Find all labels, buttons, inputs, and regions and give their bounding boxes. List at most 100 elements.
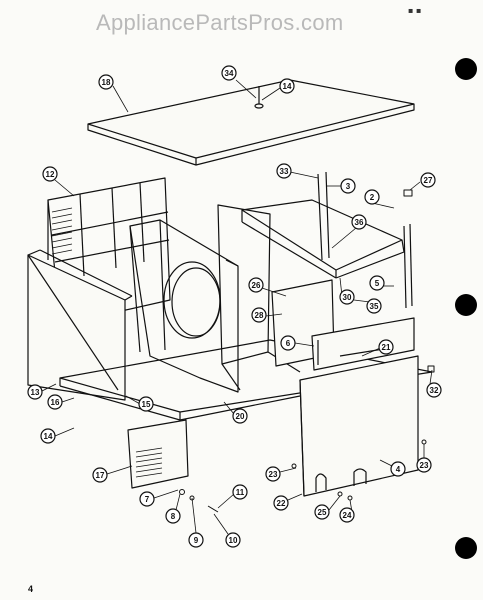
callout-number: 36 bbox=[355, 218, 364, 227]
callout-circle bbox=[98, 74, 114, 90]
callout-number: 18 bbox=[102, 78, 111, 87]
callout-number: 20 bbox=[236, 412, 245, 421]
callout-25: 25 bbox=[314, 504, 330, 520]
callout-circle bbox=[188, 532, 204, 548]
callout-4: 4 bbox=[390, 461, 406, 477]
callout-number: 28 bbox=[255, 311, 264, 320]
callout-11: 11 bbox=[232, 484, 248, 500]
callout-35: 35 bbox=[366, 298, 382, 314]
callout-circle bbox=[139, 491, 155, 507]
callout-number: 21 bbox=[382, 343, 391, 352]
callout-26: 26 bbox=[248, 277, 264, 293]
callout-13: 13 bbox=[27, 384, 43, 400]
callout-circle bbox=[225, 532, 241, 548]
callout-number: 33 bbox=[280, 167, 289, 176]
callout-number: 8 bbox=[171, 512, 176, 521]
callout-number: 22 bbox=[277, 499, 286, 508]
callout-number: 26 bbox=[252, 281, 261, 290]
callout-8: 8 bbox=[165, 508, 181, 524]
callout-circle bbox=[27, 384, 43, 400]
callout-number: 9 bbox=[194, 536, 199, 545]
callout-circle bbox=[339, 289, 355, 305]
callout-number: 14 bbox=[283, 82, 292, 91]
callout-2: 2 bbox=[364, 189, 380, 205]
callout-number: 13 bbox=[31, 388, 40, 397]
front-left-panel bbox=[27, 249, 133, 401]
callout-28: 28 bbox=[251, 307, 267, 323]
callout-circle bbox=[420, 172, 436, 188]
callout-circle bbox=[92, 467, 108, 483]
callout-18: 18 bbox=[98, 74, 114, 90]
callout-number: 16 bbox=[51, 398, 60, 407]
callout-number: 24 bbox=[343, 511, 352, 520]
callout-12: 12 bbox=[42, 166, 58, 182]
callout-circle bbox=[273, 495, 289, 511]
callout-30: 30 bbox=[339, 289, 355, 305]
callout-number: 3 bbox=[346, 182, 351, 191]
callout-number: 23 bbox=[269, 470, 278, 479]
callout-6: 6 bbox=[280, 335, 296, 351]
callout-22: 22 bbox=[273, 495, 289, 511]
callout-32: 32 bbox=[426, 382, 442, 398]
callout-number: 2 bbox=[370, 193, 375, 202]
callout-circle bbox=[279, 78, 295, 94]
callout-circle bbox=[339, 507, 355, 523]
callout-10: 10 bbox=[225, 532, 241, 548]
corner-marks: ▪ ▪ bbox=[408, 6, 422, 15]
callout-circle bbox=[426, 382, 442, 398]
page-number: 4 bbox=[28, 584, 34, 594]
front-right-panel bbox=[299, 355, 419, 497]
callout-circle bbox=[366, 298, 382, 314]
callout-circle bbox=[390, 461, 406, 477]
callout-number: 11 bbox=[236, 488, 245, 497]
callout-circle bbox=[221, 65, 237, 81]
callout-number: 10 bbox=[229, 536, 238, 545]
callout-circle bbox=[378, 339, 394, 355]
binder-hole-top bbox=[455, 58, 477, 80]
callout-circle bbox=[42, 166, 58, 182]
callout-number: 25 bbox=[318, 508, 327, 517]
callout-number: 27 bbox=[424, 176, 433, 185]
callout-circle bbox=[340, 178, 356, 194]
callout-36: 36 bbox=[351, 214, 367, 230]
callout-number: 5 bbox=[375, 279, 380, 288]
callout-21: 21 bbox=[378, 339, 394, 355]
callout-number: 7 bbox=[145, 495, 150, 504]
callout-15: 15 bbox=[138, 396, 154, 412]
top-panel bbox=[87, 79, 415, 166]
callout-circle bbox=[232, 484, 248, 500]
binder-hole-bottom bbox=[455, 537, 477, 559]
callout-circle bbox=[232, 408, 248, 424]
callout-9: 9 bbox=[188, 532, 204, 548]
callout-number: 34 bbox=[225, 69, 234, 78]
callout-circle bbox=[351, 214, 367, 230]
callout-circle bbox=[40, 428, 56, 444]
callout-number: 4 bbox=[396, 465, 401, 474]
callout-number: 35 bbox=[370, 302, 379, 311]
callout-number: 23 bbox=[420, 461, 429, 470]
callout-3: 3 bbox=[340, 178, 356, 194]
callout-24: 24 bbox=[339, 507, 355, 523]
hardware bbox=[179, 189, 435, 513]
callout-circle bbox=[251, 307, 267, 323]
callout-circle bbox=[369, 275, 385, 291]
callout-circle bbox=[314, 504, 330, 520]
callout-33: 33 bbox=[276, 163, 292, 179]
callout-14: 14 bbox=[40, 428, 56, 444]
callout-circle bbox=[416, 457, 432, 473]
callout-circle bbox=[364, 189, 380, 205]
callout-14: 14 bbox=[279, 78, 295, 94]
right-upper-shelf bbox=[241, 199, 405, 279]
callout-number: 32 bbox=[430, 386, 439, 395]
callout-7: 7 bbox=[139, 491, 155, 507]
callout-circle bbox=[248, 277, 264, 293]
callout-number: 12 bbox=[46, 170, 55, 179]
callout-number: 15 bbox=[142, 400, 151, 409]
callout-20: 20 bbox=[232, 408, 248, 424]
callout-circle bbox=[276, 163, 292, 179]
callout-number: 30 bbox=[343, 293, 352, 302]
callout-27: 27 bbox=[420, 172, 436, 188]
